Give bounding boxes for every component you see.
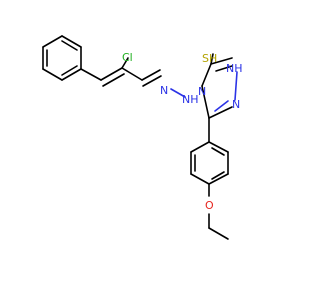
ethoxy-group — [208, 183, 229, 240]
oxygen-label: O — [205, 199, 214, 212]
triazole-nh-label: NH — [226, 62, 243, 75]
phenyl-ring — [42, 35, 82, 81]
thione-sulfur-label: SH — [202, 52, 217, 65]
hydrazone-link — [170, 88, 186, 98]
hydrazone-nh-label: NH — [182, 93, 199, 106]
triazole-n2-label: N — [232, 98, 240, 111]
chloro-vinyl-chain — [80, 57, 162, 87]
chlorine-label: Cl — [122, 51, 133, 64]
ethoxyphenyl-ring — [190, 117, 229, 185]
hydrazone-n-label: N — [160, 84, 168, 97]
triazole-n4-label: N — [198, 85, 206, 98]
molecule-structure: Cl SH NH N NH N N O — [42, 35, 243, 240]
triazole-ring — [201, 53, 238, 119]
